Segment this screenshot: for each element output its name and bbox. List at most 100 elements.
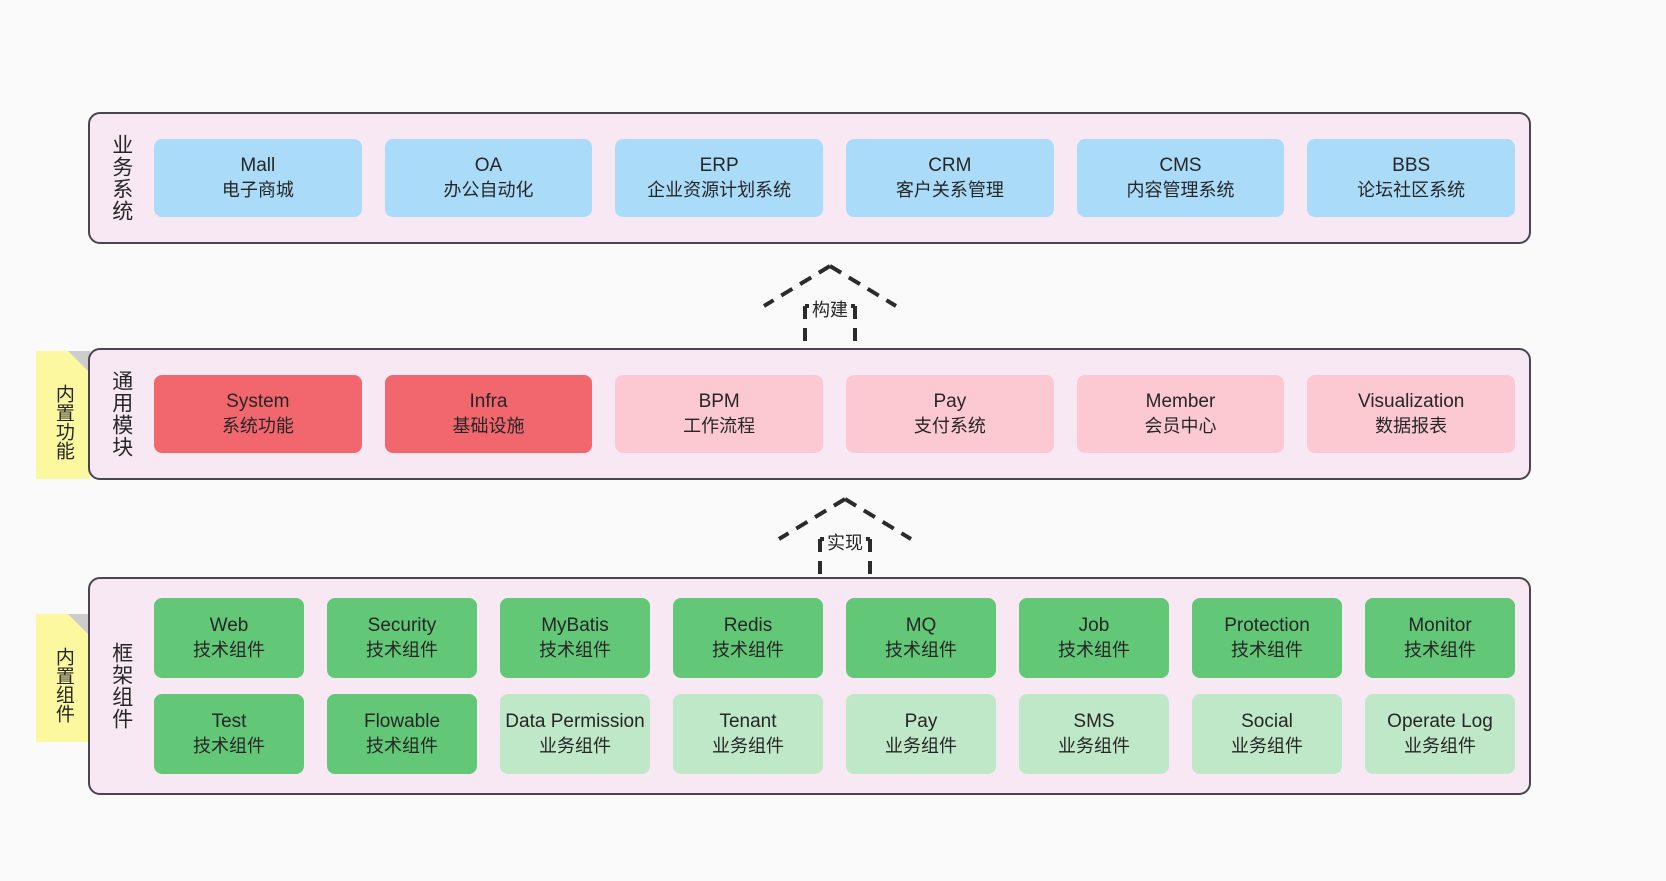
node-subtitle: 业务组件 [712, 735, 784, 756]
node-subtitle: 技术组件 [1058, 639, 1130, 660]
node-sms[interactable]: SMS 业务组件 [1019, 694, 1169, 774]
node-flowable[interactable]: Flowable 技术组件 [327, 694, 477, 774]
node-title: Protection [1224, 615, 1310, 637]
node-member[interactable]: Member 会员中心 [1076, 375, 1285, 453]
node-subtitle: 内容管理系统 [1126, 179, 1235, 200]
common-module-node-grid: System 系统功能 Infra 基础设施 BPM 工作流程 Pay 支付系统… [142, 358, 1519, 470]
node-test[interactable]: Test 技术组件 [154, 694, 304, 774]
node-title: CMS [1159, 155, 1202, 177]
node-subtitle: 数据报表 [1375, 415, 1448, 436]
node-bbs[interactable]: BBS 论坛社区系统 [1307, 139, 1515, 217]
node-bpm[interactable]: BPM 工作流程 [615, 375, 823, 453]
node-subtitle: 客户关系管理 [895, 179, 1004, 200]
node-title: ERP [699, 155, 739, 177]
node-social[interactable]: Social 业务组件 [1192, 694, 1342, 774]
node-subtitle: 企业资源计划系统 [647, 179, 792, 200]
note-label: 内置功能 [52, 384, 74, 460]
node-subtitle: 技术组件 [193, 639, 265, 660]
node-title: CRM [928, 155, 972, 177]
node-subtitle: 技术组件 [539, 639, 611, 660]
node-title: Test [211, 711, 247, 733]
node-security[interactable]: Security 技术组件 [327, 598, 477, 678]
node-title: SMS [1073, 711, 1115, 733]
node-erp[interactable]: ERP 企业资源计划系统 [615, 139, 823, 217]
node-title: OA [474, 155, 503, 177]
node-title: Tenant [719, 711, 777, 733]
node-operate-log[interactable]: Operate Log 业务组件 [1365, 694, 1515, 774]
node-subtitle: 业务组件 [885, 735, 957, 756]
layer-framework-component: 框架组件 Web 技术组件 Security 技术组件 MyBatis 技术组件… [88, 577, 1531, 795]
node-title: Job [1078, 615, 1110, 637]
node-subtitle: 办公自动化 [443, 179, 534, 200]
node-subtitle: 技术组件 [1231, 639, 1303, 660]
node-visualization[interactable]: Visualization 数据报表 [1307, 375, 1515, 453]
node-subtitle: 技术组件 [193, 735, 265, 756]
node-pay[interactable]: Pay 支付系统 [846, 375, 1054, 453]
node-title: MyBatis [541, 615, 609, 637]
node-pay-business[interactable]: Pay 业务组件 [846, 694, 996, 774]
node-title: Flowable [363, 711, 441, 733]
node-subtitle: 业务组件 [1058, 735, 1130, 756]
node-title: MQ [905, 615, 937, 637]
node-subtitle: 技术组件 [712, 639, 784, 660]
node-title: Pay [933, 391, 967, 413]
node-title: Infra [469, 391, 508, 413]
connector-implement-label: 实现 [824, 529, 866, 555]
connector-build: 构建 [760, 262, 900, 344]
node-subtitle: 工作流程 [683, 415, 756, 436]
node-mq[interactable]: MQ 技术组件 [846, 598, 996, 678]
node-cms[interactable]: CMS 内容管理系统 [1076, 139, 1285, 217]
note-builtin-component: 内置组件 [36, 614, 90, 742]
framework-component-node-grid: Web 技术组件 Security 技术组件 MyBatis 技术组件 Redi… [142, 587, 1519, 785]
node-title: Pay [904, 711, 938, 733]
node-mall[interactable]: Mall 电子商城 [154, 139, 362, 217]
node-system[interactable]: System 系统功能 [154, 375, 362, 453]
connector-implement: 实现 [775, 495, 915, 577]
node-subtitle: 技术组件 [366, 639, 438, 660]
node-subtitle: 系统功能 [221, 415, 294, 436]
node-infra[interactable]: Infra 基础设施 [384, 375, 593, 453]
layer-common-module: 通用模块 System 系统功能 Infra 基础设施 BPM 工作流程 Pay… [88, 348, 1531, 480]
note-builtin-function: 内置功能 [36, 351, 90, 479]
connector-build-label: 构建 [809, 296, 851, 322]
node-redis[interactable]: Redis 技术组件 [673, 598, 823, 678]
node-title: BBS [1392, 155, 1431, 177]
node-subtitle: 技术组件 [885, 639, 957, 660]
node-crm[interactable]: CRM 客户关系管理 [846, 139, 1054, 217]
node-mybatis[interactable]: MyBatis 技术组件 [500, 598, 650, 678]
node-subtitle: 业务组件 [1404, 735, 1476, 756]
node-title: Mall [240, 155, 276, 177]
layer-business-system: 业务系统 Mall 电子商城 OA 办公自动化 ERP 企业资源计划系统 CRM… [88, 112, 1531, 244]
node-title: Security [367, 615, 437, 637]
layer-title-framework-component: 框架组件 [109, 642, 133, 730]
node-title: Monitor [1408, 615, 1472, 637]
node-title: Visualization [1358, 391, 1465, 413]
node-subtitle: 业务组件 [539, 735, 611, 756]
node-subtitle: 业务组件 [1231, 735, 1303, 756]
node-subtitle: 电子商城 [221, 179, 294, 200]
node-protection[interactable]: Protection 技术组件 [1192, 598, 1342, 678]
node-title: Web [209, 615, 249, 637]
note-fold-corner-icon [68, 614, 90, 636]
node-job[interactable]: Job 技术组件 [1019, 598, 1169, 678]
node-title: BPM [698, 391, 740, 413]
node-subtitle: 技术组件 [366, 735, 438, 756]
node-monitor[interactable]: Monitor 技术组件 [1365, 598, 1515, 678]
node-oa[interactable]: OA 办公自动化 [384, 139, 593, 217]
note-fold-corner-icon [68, 351, 90, 373]
node-title: Member [1145, 391, 1216, 413]
node-title: Operate Log [1387, 711, 1493, 733]
node-tenant[interactable]: Tenant 业务组件 [673, 694, 823, 774]
node-web[interactable]: Web 技术组件 [154, 598, 304, 678]
node-data-permission[interactable]: Data Permission 业务组件 [500, 694, 650, 774]
node-subtitle: 基础设施 [452, 415, 525, 436]
node-subtitle: 会员中心 [1144, 415, 1217, 436]
node-title: Data Permission [505, 711, 645, 733]
note-label: 内置组件 [52, 647, 74, 723]
node-title: Social [1241, 711, 1293, 733]
node-title: System [226, 391, 290, 413]
node-subtitle: 技术组件 [1404, 639, 1476, 660]
node-subtitle: 论坛社区系统 [1357, 179, 1466, 200]
layer-title-business-system: 业务系统 [109, 134, 133, 222]
